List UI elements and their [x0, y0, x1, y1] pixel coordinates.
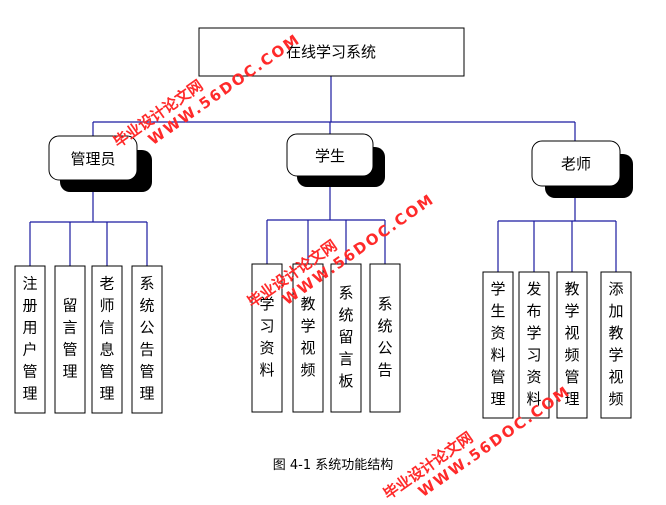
leaf-node: 添加教学视频 [600, 271, 632, 419]
leaf-node: 教学视频 [292, 263, 324, 413]
leaf-box [251, 263, 283, 413]
branch-node-teacher: 老师 [531, 140, 633, 198]
branch-label-admin: 管理员 [70, 150, 115, 168]
leaf-node: 注册用户管理 [14, 265, 46, 414]
leaf-box [369, 263, 401, 413]
leaf-node: 发布学习资料 [518, 271, 550, 419]
root-label: 在线学习系统 [286, 43, 376, 61]
leaf-box [292, 263, 324, 413]
leaf-node: 老师信息管理 [91, 265, 123, 414]
leaf-node: 学生资料管理 [482, 271, 514, 419]
branch-node-admin: 管理员 [48, 135, 152, 192]
branch-node-student: 学生 [286, 133, 385, 187]
leaf-node: 留言管理 [54, 265, 86, 414]
leaf-label: 添加教学视频 [608, 280, 623, 408]
leaf-nodes: 注册用户管理 留言管理 老师信息管理 系统公告管理 学习资料 教学视频 系统留言板 系统公告 学… [14, 263, 632, 419]
leaf-label: 系统留言板 [338, 284, 353, 390]
branch-label-teacher: 老师 [561, 155, 591, 173]
leaf-node: 系统留言板 [330, 263, 362, 413]
leaf-label: 注册用户管理 [22, 275, 37, 403]
leaf-label: 教学视频 [300, 295, 315, 379]
root-node: 在线学习系统 [198, 27, 465, 77]
leaf-label: 老师信息管理 [99, 275, 114, 403]
leaf-box [131, 265, 163, 414]
leaf-label: 教学视频管理 [564, 280, 579, 408]
leaf-label: 系统公告 [377, 295, 392, 379]
leaf-label: 留言管理 [62, 297, 77, 381]
leaf-box [14, 265, 46, 414]
leaf-box [91, 265, 123, 414]
leaf-box [482, 271, 514, 419]
leaf-box [556, 271, 588, 419]
leaf-label: 学生资料管理 [490, 280, 505, 408]
leaf-node: 系统公告管理 [131, 265, 163, 414]
leaf-label: 学习资料 [259, 295, 274, 379]
branch-label-student: 学生 [315, 147, 345, 165]
leaf-box [54, 265, 86, 414]
leaf-label: 发布学习资料 [526, 280, 541, 408]
leaf-node: 系统公告 [369, 263, 401, 413]
leaf-box [330, 263, 362, 413]
leaf-node: 教学视频管理 [556, 271, 588, 419]
figure-caption: 图 4-1 系统功能结构 [272, 458, 394, 473]
leaf-label: 系统公告管理 [139, 275, 154, 403]
leaf-box [600, 271, 632, 419]
leaf-node: 学习资料 [251, 263, 283, 413]
leaf-box [518, 271, 550, 419]
